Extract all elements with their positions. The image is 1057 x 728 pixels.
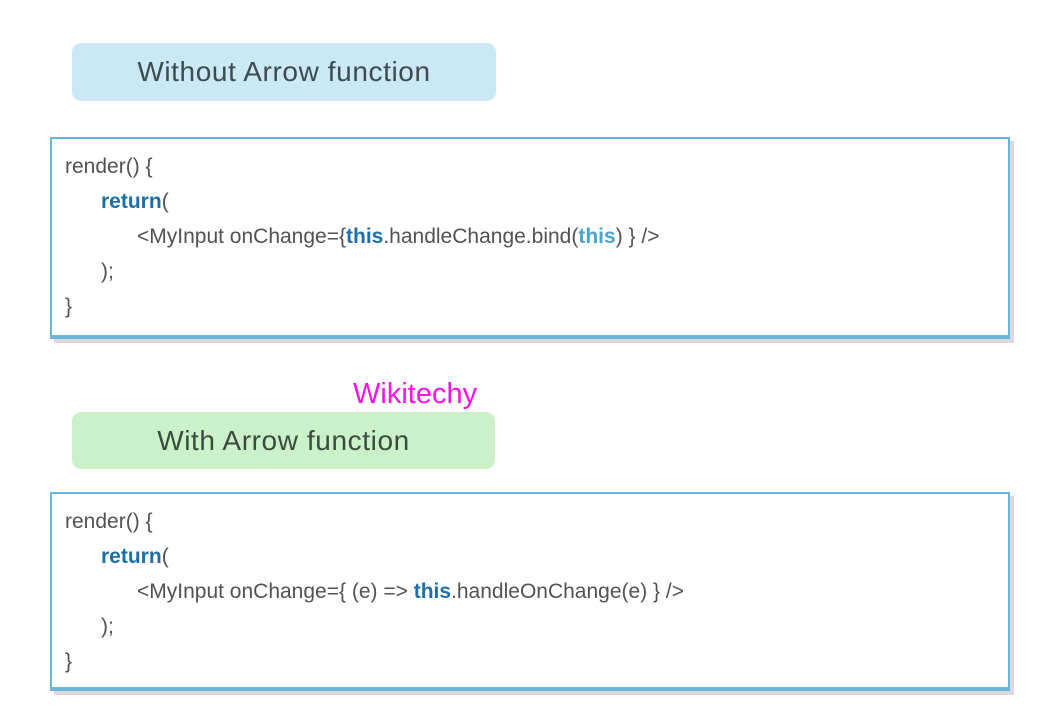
code-keyword: this bbox=[413, 580, 452, 603]
code-text: render() { bbox=[65, 510, 153, 533]
code-block-without-arrow: render() {return(<MyInput onChange={this… bbox=[50, 137, 1010, 339]
code-line: render() { bbox=[65, 504, 1000, 539]
code-text: ); bbox=[101, 260, 114, 283]
code-keyword: this bbox=[346, 225, 384, 248]
code-line: render() { bbox=[65, 149, 1000, 184]
code-line: ); bbox=[65, 254, 1000, 289]
code-line: } bbox=[65, 289, 1000, 324]
code-line: ); bbox=[65, 609, 1000, 644]
code-keyword: return bbox=[101, 190, 162, 213]
code-keyword: this bbox=[578, 225, 616, 248]
code-text: .handleChange.bind( bbox=[383, 225, 579, 248]
code-text: ( bbox=[161, 545, 169, 568]
code-line: <MyInput onChange={ (e) => this.handleOn… bbox=[65, 574, 1000, 609]
code-line: } bbox=[65, 644, 1000, 679]
code-keyword: return bbox=[101, 545, 162, 568]
label-with-arrow-function: With Arrow function bbox=[72, 412, 495, 469]
code-text: <MyInput onChange={ (e) => bbox=[137, 580, 414, 603]
code-text: ); bbox=[101, 615, 114, 638]
code-text: ( bbox=[161, 190, 169, 213]
code-text: <MyInput onChange={ bbox=[137, 225, 346, 248]
code-text: } bbox=[65, 650, 73, 673]
code-text: ) } /> bbox=[615, 225, 660, 248]
code-line: return( bbox=[65, 539, 1000, 574]
label-without-arrow-function: Without Arrow function bbox=[72, 43, 496, 101]
code-text: render() { bbox=[65, 155, 153, 178]
code-line: return( bbox=[65, 184, 1000, 219]
wikitechy-watermark: Wikitechy bbox=[353, 378, 478, 410]
code-text: .handleOnChange(e) } /> bbox=[451, 580, 684, 603]
code-block-with-arrow: render() {return(<MyInput onChange={ (e)… bbox=[50, 492, 1010, 691]
code-line: <MyInput onChange={this.handleChange.bin… bbox=[65, 219, 1000, 254]
code-text: } bbox=[65, 295, 73, 318]
